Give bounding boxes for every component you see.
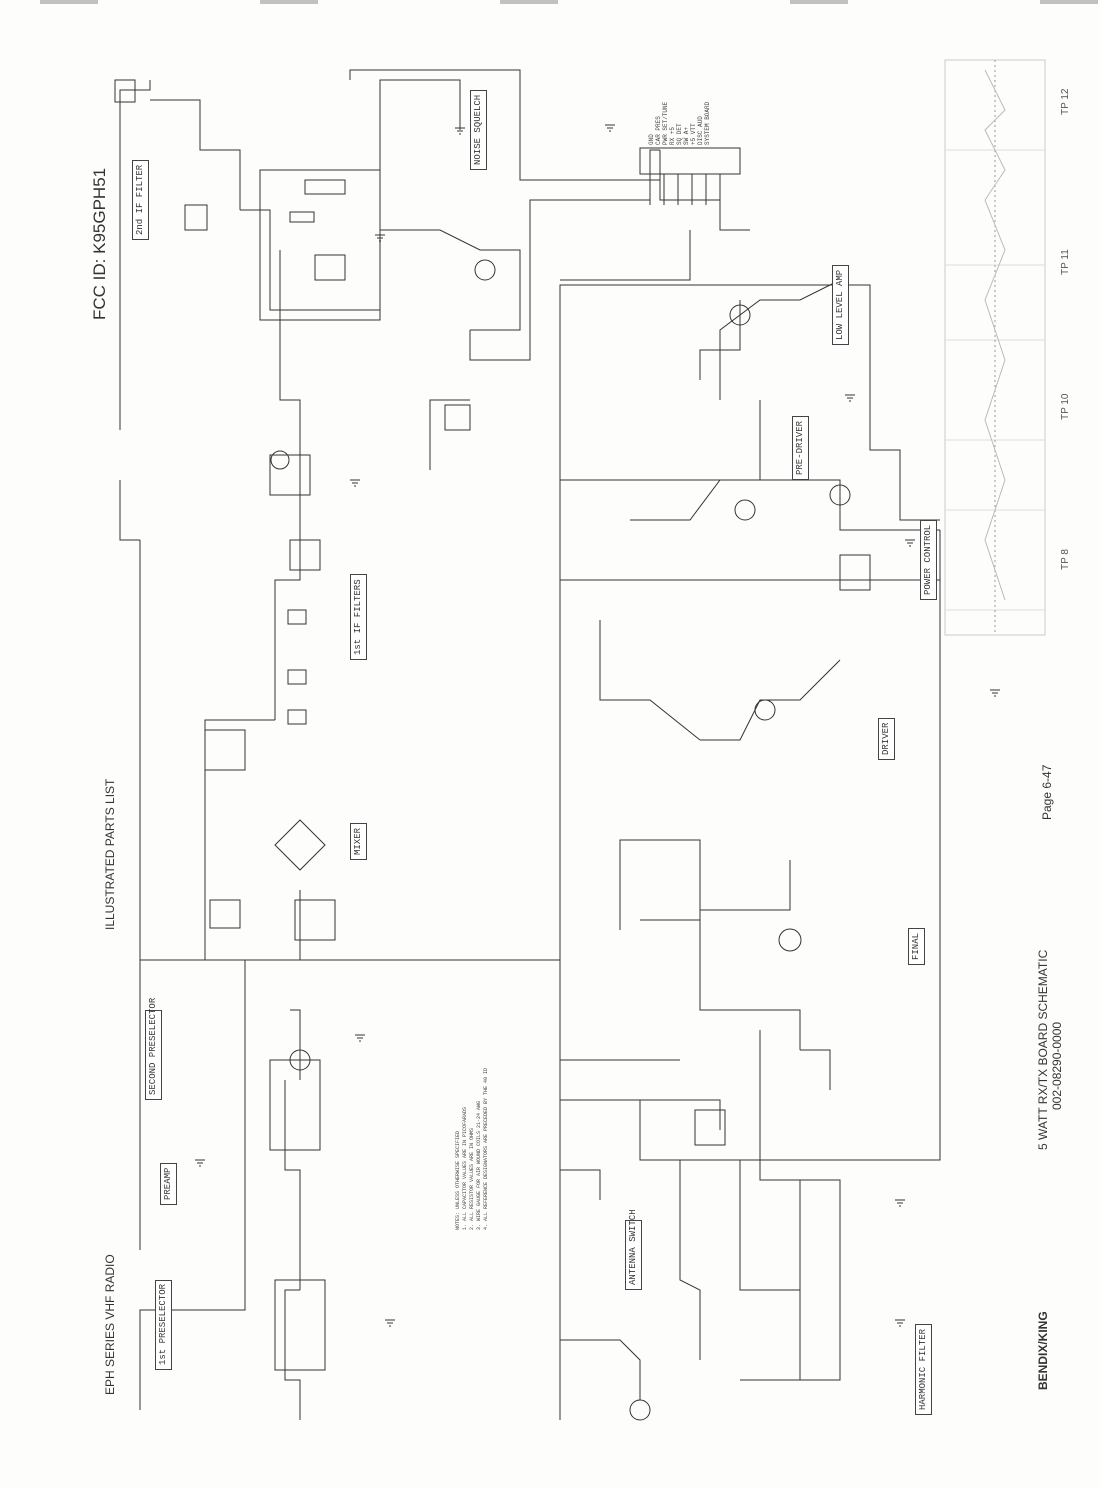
scan-artifact xyxy=(500,0,558,4)
scan-artifact xyxy=(1040,0,1098,4)
test-point-label: TP 8 xyxy=(1060,549,1071,570)
test-point-label: TP 11 xyxy=(1060,249,1071,275)
scan-artifact xyxy=(260,0,318,4)
test-point-label: TP 10 xyxy=(1060,393,1071,421)
scan-artifact xyxy=(40,0,98,4)
scan-artifact xyxy=(790,0,848,4)
test-point-label: TP 12 xyxy=(1060,88,1071,116)
